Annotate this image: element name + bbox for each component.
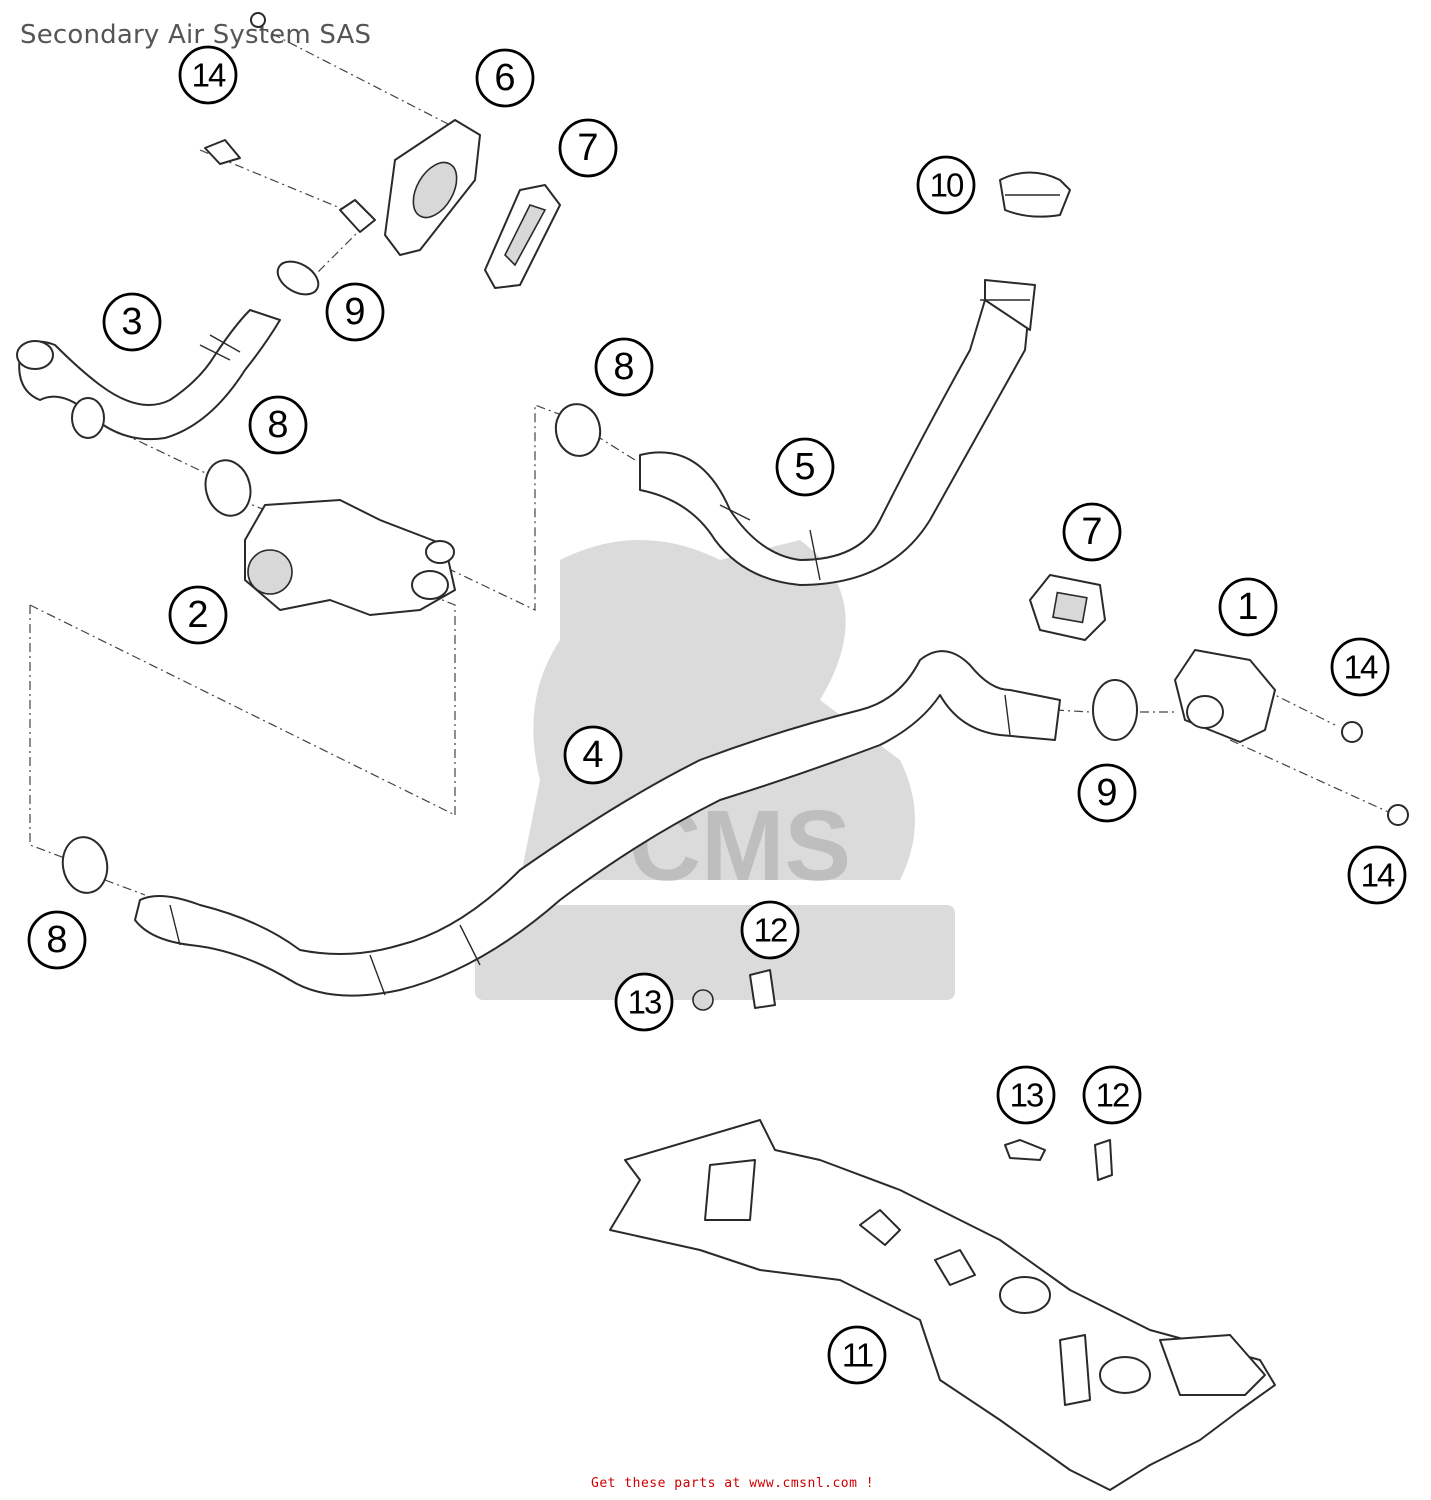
callout-label: 7 (577, 127, 598, 169)
callout-label: 8 (613, 346, 634, 388)
callout-label: 4 (582, 734, 603, 776)
callout-label: 8 (46, 919, 67, 961)
callout-8-left: 8 (248, 395, 308, 455)
hose-clamp-9-right (1092, 679, 1138, 741)
callout-label: 9 (1096, 772, 1117, 814)
leader-lines (29, 24, 1396, 896)
callout-label: 2 (187, 594, 208, 636)
callout-8-middle: 8 (594, 337, 654, 397)
air-box-cover-11 (609, 1119, 1276, 1491)
callout-label: 14 (1361, 857, 1395, 894)
callout-1: 1 (1218, 577, 1278, 637)
callout-10: 10 (916, 155, 976, 215)
callout-label: 8 (267, 404, 288, 446)
callout-14-right-upper: 14 (1330, 637, 1390, 697)
callout-7-right: 7 (1062, 502, 1122, 562)
hose-4 (134, 650, 1061, 997)
callout-5: 5 (775, 437, 835, 497)
hose-clamp-9-upper (276, 260, 320, 296)
callout-label: 14 (192, 57, 226, 94)
callout-label: 13 (1010, 1077, 1043, 1114)
gasket-part (484, 184, 561, 289)
hose-clamp-8-middle (554, 403, 602, 457)
clip-12-middle (749, 969, 776, 1009)
gasket-7b (1029, 574, 1106, 641)
callout-label: 9 (344, 291, 365, 333)
nut-13-middle (692, 989, 714, 1011)
callout-3: 3 (102, 292, 162, 352)
callout-2: 2 (168, 585, 228, 645)
callout-label: 5 (794, 446, 815, 488)
callout-label: 10 (930, 167, 964, 204)
hose-clamp-8-left (204, 459, 252, 517)
callout-13-lower: 13 (996, 1065, 1056, 1125)
callout-label: 1 (1237, 586, 1258, 628)
reed-valve-1 (1174, 649, 1409, 826)
secondary-air-valve-2 (244, 499, 456, 616)
callout-label: 7 (1081, 511, 1102, 553)
hose-clamp-8-lower (61, 836, 109, 894)
hose-3 (16, 309, 281, 441)
callout-13-middle: 13 (614, 972, 674, 1032)
callout-14-right-lower: 14 (1347, 845, 1407, 905)
callout-label: 12 (754, 912, 787, 949)
callout-6: 6 (475, 48, 535, 108)
callout-label: 12 (1096, 1077, 1129, 1114)
hose-clamp-10 (999, 171, 1071, 218)
valve-cover-part (204, 12, 481, 256)
footer-cms-link[interactable]: Get these parts at www.cmsnl.com ! (591, 1476, 875, 1491)
callout-label: 11 (842, 1337, 873, 1374)
bolt-13-lower (1004, 1139, 1046, 1161)
callout-7-top: 7 (558, 118, 618, 178)
callout-label: 3 (121, 301, 142, 343)
callout-12-lower: 12 (1082, 1065, 1142, 1125)
callout-9-upper: 9 (325, 282, 385, 342)
callout-8-lower: 8 (27, 910, 87, 970)
callout-label: 6 (494, 57, 515, 99)
clip-12-lower (1094, 1139, 1113, 1181)
callout-label: 14 (1344, 649, 1378, 686)
hose-5 (639, 279, 1036, 586)
callout-9-right: 9 (1077, 763, 1137, 823)
page-title: Secondary Air System SAS (20, 20, 372, 50)
callout-label: 13 (628, 984, 661, 1021)
cms-watermark: CMS (475, 540, 955, 1000)
callout-14-top: 14 (178, 45, 238, 105)
callout-4: 4 (563, 725, 623, 785)
callout-11: 11 (827, 1325, 887, 1385)
callout-12-middle: 12 (740, 900, 800, 960)
